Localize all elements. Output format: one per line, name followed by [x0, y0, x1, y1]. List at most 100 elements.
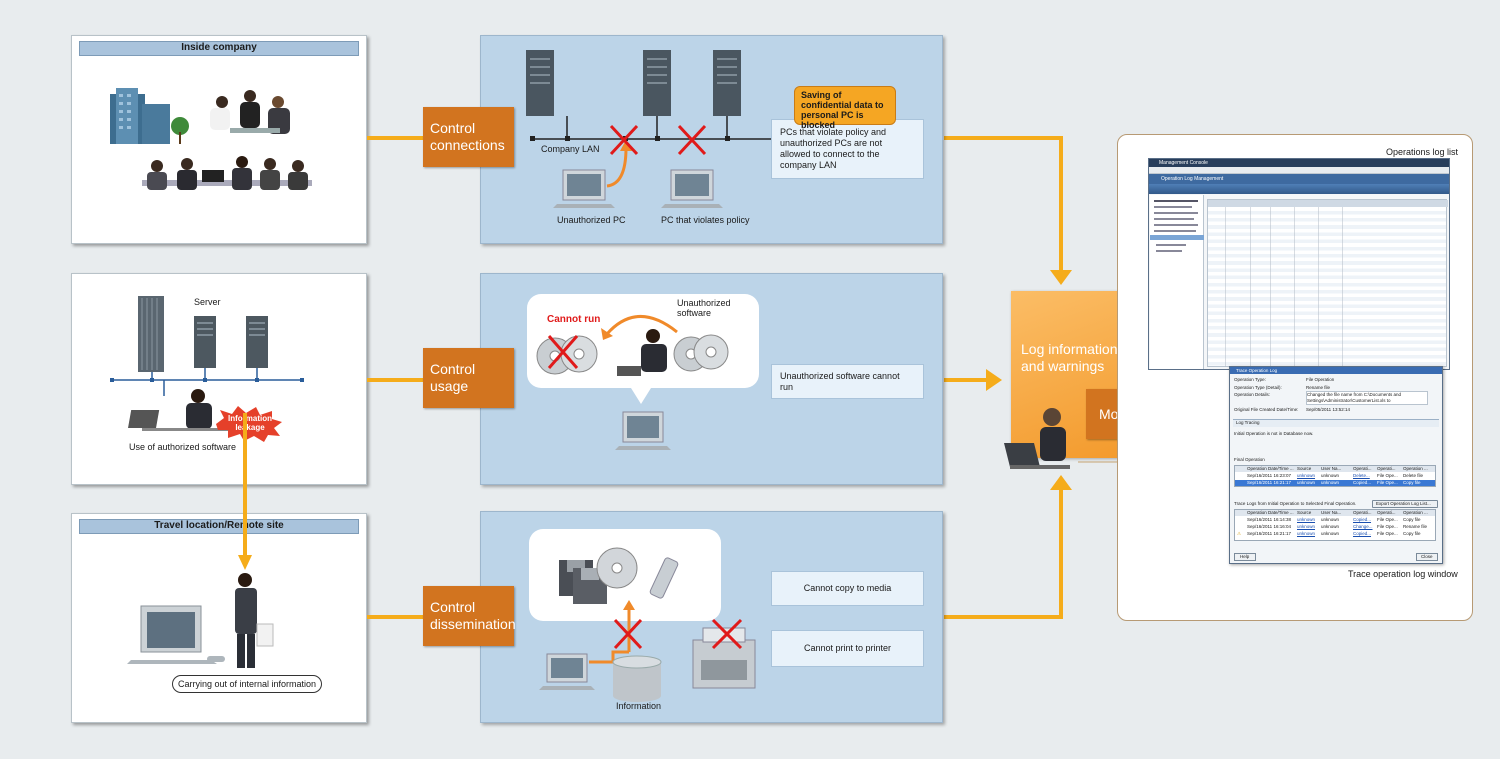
control-usage-box: Control usage	[423, 348, 514, 408]
connections-panel: Company LAN Unauthorized PC PC that viol…	[480, 35, 943, 244]
trace-field-label-0: Operation Type:	[1234, 377, 1266, 382]
help-button-label: Help	[1240, 554, 1250, 559]
server-network-illustration	[110, 296, 304, 431]
final-row-0-op: Delete...	[1353, 473, 1370, 478]
use-authorized-label: Use of authorized software	[129, 442, 237, 452]
printer-note: Cannot print to printer	[771, 630, 924, 667]
final-row-1-type: File Ope...	[1377, 480, 1398, 485]
server-label: Server	[194, 297, 221, 307]
trace-field-label-2: Operation Details:	[1234, 392, 1271, 397]
final-row-0-user: unknown	[1321, 473, 1340, 478]
final-col-4: Operati...	[1353, 466, 1372, 471]
trace-row-1-user: unknown	[1321, 524, 1340, 529]
trace-titlebar	[1230, 367, 1442, 374]
log-tracing-section	[1233, 419, 1439, 427]
server-card: Server Information leakage Use of author…	[71, 273, 367, 485]
final-row-0-type: File Ope...	[1377, 473, 1398, 478]
final-row-1[interactable]: Sep/16/2011 16:21:17 unknown unknown Cop…	[1235, 480, 1435, 486]
trace-row-0-op: Copied...	[1353, 517, 1372, 522]
trace-window-caption: Trace operation log window	[1348, 569, 1458, 579]
final-op-label: Final Operation	[1234, 457, 1265, 462]
trace-row-2-op: Copied...	[1353, 531, 1372, 536]
final-row-0-source: unknown	[1297, 473, 1316, 478]
console-sidebar	[1150, 195, 1204, 369]
final-op-table: Operation Date/Time ... Source User Na..…	[1234, 465, 1436, 487]
export-button-label: Export Operation Log List...	[1376, 501, 1431, 506]
trace-row-2-detail: Copy file	[1403, 531, 1421, 536]
log-tracing-label: Log Tracing	[1236, 420, 1260, 425]
company-lan-label: Company LAN	[541, 144, 600, 154]
console-window: Management Console Operation Log Managem…	[1148, 158, 1450, 370]
trace-col-4: Operati...	[1353, 510, 1372, 515]
log-information-box: Log information and warnings	[1011, 291, 1131, 458]
unauthorized-pc-label: Unauthorized PC	[557, 215, 626, 225]
trace-row-1-date: Sep/16/2011 16:16:04	[1247, 524, 1291, 529]
trace-row-1[interactable]: Sep/16/2011 16:16:04 unknown unknown Cha…	[1235, 524, 1435, 530]
final-col-5: Operati...	[1377, 466, 1396, 471]
trace-col-3: User Na...	[1321, 510, 1342, 515]
final-row-1-detail: Copy file	[1403, 480, 1421, 485]
leak-burst-icon	[216, 406, 282, 442]
trace-row-1-detail: Rename file	[1403, 524, 1428, 529]
console-header	[1149, 174, 1449, 184]
usage-illustration	[536, 315, 729, 450]
trace-table-header	[1235, 510, 1435, 516]
trace-row-2-source: unknown	[1297, 531, 1316, 536]
trace-row-1-op: Change...	[1353, 524, 1373, 529]
final-row-0-date: Sep/16/2011 16:23:07	[1247, 473, 1291, 478]
control-dissemination-box: Control dissemination	[423, 586, 516, 646]
final-row-1-date: Sep/16/2011 16:21:17	[1247, 480, 1291, 485]
usage-note: Unauthorized software cannot run	[771, 364, 924, 399]
export-button[interactable]	[1372, 500, 1438, 508]
trace-field-value-2: Changed the file name from C:\Documents …	[1306, 391, 1428, 405]
connections-note: PCs that violate policy and unauthorized…	[771, 119, 924, 179]
trace-title: Trace Operation Log	[1236, 368, 1278, 373]
dissemination-illustration	[539, 547, 756, 702]
console-tab-label: Operation Log Management	[1161, 176, 1224, 182]
trace-row-0-date: Sep/16/2011 16:14:38	[1247, 517, 1291, 522]
close-button[interactable]	[1416, 553, 1438, 561]
trace-row-0-user: unknown	[1321, 517, 1340, 522]
trace-row-0[interactable]: Sep/16/2011 16:14:38 unknown unknown Cop…	[1235, 517, 1435, 523]
final-table-header	[1235, 466, 1435, 472]
trace-col-5: Operati...	[1377, 510, 1396, 515]
violates-pc-label: PC that violates policy	[661, 215, 750, 225]
console-title: Management Console	[1159, 160, 1208, 166]
carry-out-label: Carrying out of internal information	[177, 679, 317, 689]
trace-log-table: Operation Date/Time ... Source User Na..…	[1234, 509, 1436, 541]
travel-card: Travel location/Remote site Carrying out…	[71, 513, 367, 723]
inside-company-title: Inside company	[79, 41, 359, 56]
cannot-run-label: Cannot run	[547, 314, 601, 325]
final-row-0-detail: Delete file	[1403, 473, 1424, 478]
help-button[interactable]	[1234, 553, 1256, 561]
trace-field-value-1: Rename file	[1306, 385, 1331, 390]
blocked-callout: Saving of confidential data to personal …	[794, 86, 896, 130]
close-button-label: Close	[1421, 554, 1433, 559]
usage-panel: Cannot run Unauthorized software Unautho…	[480, 273, 943, 485]
final-row-1-user: unknown	[1321, 480, 1340, 485]
trace-logs-label: Trace Logs from Initial Operation to Sel…	[1234, 501, 1357, 506]
final-row-1-source: unknown	[1297, 480, 1316, 485]
trace-col-2: Source	[1297, 510, 1312, 515]
trace-window: Trace Operation Log Operation Type: File…	[1229, 366, 1443, 564]
console-titlebar	[1149, 159, 1449, 167]
console-menubar	[1149, 167, 1449, 174]
travel-title: Travel location/Remote site	[79, 519, 359, 534]
control-connections-box: Control connections	[423, 107, 514, 167]
initial-op-label: Initial Operation is not in Database now…	[1234, 431, 1314, 436]
trace-row-0-detail: Copy file	[1403, 517, 1421, 522]
trace-row-0-type: File Ope...	[1377, 517, 1398, 522]
carry-out-bubble	[172, 675, 322, 693]
final-row-0[interactable]: Sep/16/2011 16:23:07 unknown unknown Del…	[1235, 473, 1435, 479]
console-toolbar	[1149, 184, 1449, 194]
lan-diagram	[526, 50, 776, 208]
trace-row-2[interactable]: ⚠ Sep/16/2011 16:21:17 unknown unknown C…	[1235, 531, 1435, 537]
information-label: Information	[616, 701, 662, 711]
trace-field-label-3: Original File Created Date/Time:	[1234, 407, 1299, 412]
dissemination-panel: Information Cannot copy to media Cannot …	[480, 511, 943, 723]
trace-col-1: Operation Date/Time ...	[1247, 510, 1294, 515]
media-note: Cannot copy to media	[771, 571, 924, 606]
inside-company-card: Inside company	[71, 35, 367, 244]
trace-field-label-1: Operation Type (Detail):	[1234, 385, 1282, 390]
trace-field-value-3: Sep/05/2011 13:52:14	[1306, 407, 1350, 412]
